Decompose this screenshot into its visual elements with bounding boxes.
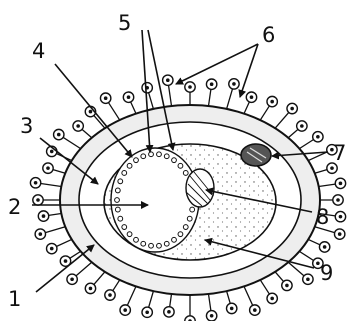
bead xyxy=(115,188,120,193)
bead xyxy=(187,216,192,221)
bead xyxy=(141,154,146,159)
projection-dot xyxy=(127,95,131,99)
bead xyxy=(157,243,162,248)
projection-dot xyxy=(70,277,74,281)
bead xyxy=(149,152,154,157)
projection-dot xyxy=(336,198,340,202)
projection-dot xyxy=(270,297,274,301)
projection-dot xyxy=(34,181,38,185)
central-body xyxy=(111,148,199,252)
bead xyxy=(178,163,183,168)
projection-dot xyxy=(339,182,343,186)
projection-dot xyxy=(50,150,54,154)
bead xyxy=(164,154,169,159)
bead xyxy=(157,152,162,157)
projection-dot xyxy=(290,107,294,111)
projection-dot xyxy=(316,135,320,139)
projection-dot xyxy=(300,124,304,128)
bead xyxy=(172,237,177,242)
label-6: 6 xyxy=(262,23,275,47)
striated-body xyxy=(186,169,214,207)
projection-dot xyxy=(57,133,61,137)
projection-dot xyxy=(89,110,93,114)
dark-granule xyxy=(241,144,271,166)
label-3: 3 xyxy=(20,114,33,138)
projection-dot xyxy=(339,215,343,219)
label-8: 8 xyxy=(316,205,329,229)
bead xyxy=(164,241,169,246)
projection-dot xyxy=(145,310,149,314)
projection-dot xyxy=(338,232,342,236)
projection-dot xyxy=(64,259,68,263)
bead xyxy=(172,158,177,163)
bead xyxy=(122,171,127,176)
bead xyxy=(183,171,188,176)
bead xyxy=(178,232,183,237)
projection-dot xyxy=(108,293,112,297)
bead xyxy=(115,198,120,203)
projection-dot xyxy=(250,95,254,99)
bead xyxy=(134,158,139,163)
projection-dot xyxy=(166,78,170,82)
projection-dot xyxy=(232,82,236,86)
label-1: 1 xyxy=(8,287,21,311)
projection-dot xyxy=(46,166,50,170)
label-7: 7 xyxy=(333,141,346,165)
projection-dot xyxy=(330,166,334,170)
label-4: 4 xyxy=(32,39,45,63)
projection-dot xyxy=(76,124,80,128)
bead xyxy=(115,207,120,212)
bead xyxy=(134,237,139,242)
label-5: 5 xyxy=(118,11,131,35)
bead xyxy=(127,163,132,168)
projection-dot xyxy=(188,85,192,89)
projection-dot xyxy=(42,214,46,218)
bead xyxy=(122,225,127,230)
projection-dot xyxy=(50,247,54,251)
projection-dot xyxy=(167,310,171,314)
label-9: 9 xyxy=(320,261,333,285)
projection-dot xyxy=(89,287,93,291)
projection-dot xyxy=(39,232,43,236)
projection-dot xyxy=(285,284,289,288)
bead xyxy=(183,225,188,230)
bead xyxy=(118,179,123,184)
projection-dot xyxy=(230,307,234,311)
bead xyxy=(118,216,123,221)
projection-dot xyxy=(306,277,310,281)
projection-dot xyxy=(270,100,274,104)
bead xyxy=(141,241,146,246)
projection-dot xyxy=(36,198,40,202)
projection-dot xyxy=(323,245,327,249)
label-2: 2 xyxy=(8,195,21,219)
projection-dot xyxy=(104,96,108,100)
bead xyxy=(127,232,132,237)
projection-dot xyxy=(253,308,257,312)
projection-dot xyxy=(210,314,214,318)
projection-dot xyxy=(123,308,127,312)
bead xyxy=(149,243,154,248)
bead xyxy=(190,207,195,212)
projection-dot xyxy=(210,82,214,86)
